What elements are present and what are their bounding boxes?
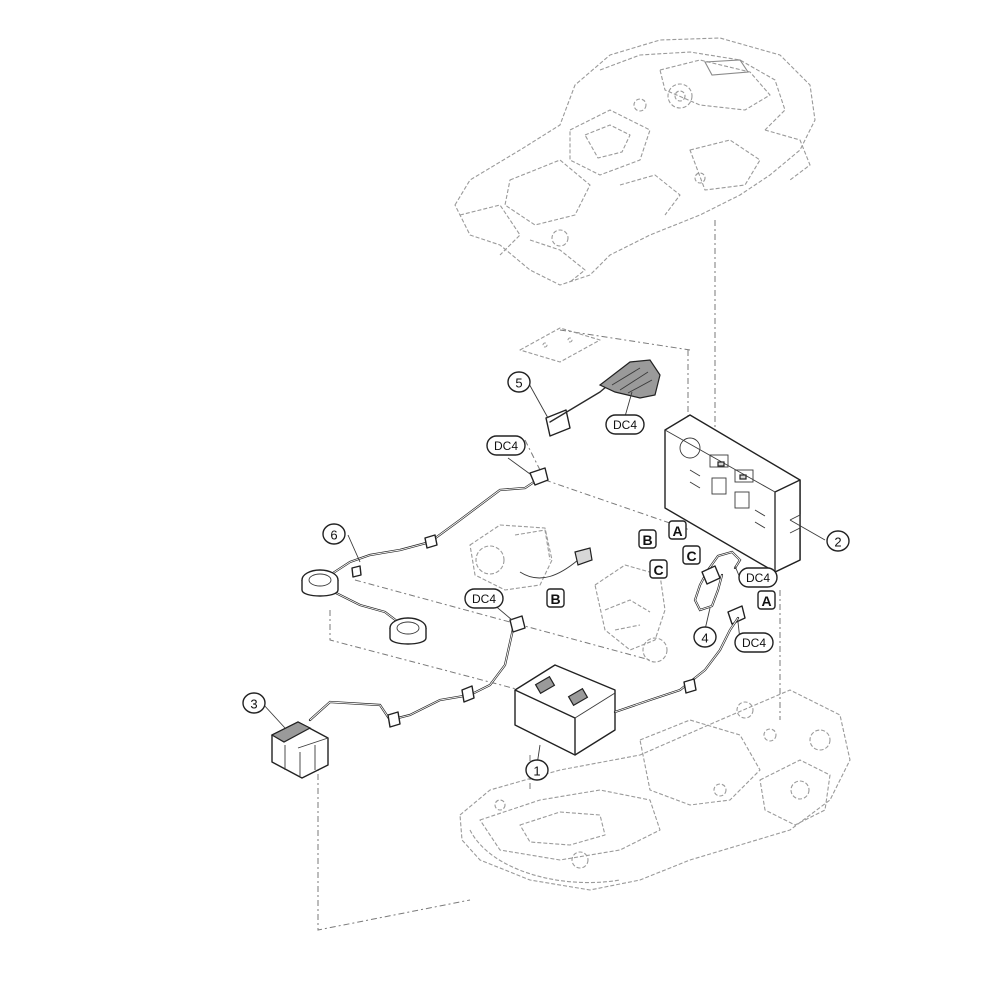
svg-text:B: B	[550, 591, 560, 607]
svg-text:B: B	[642, 532, 652, 548]
svg-text:DC4: DC4	[742, 636, 766, 650]
svg-text:DC4: DC4	[472, 592, 496, 606]
callout-part-3: 3	[242, 692, 266, 714]
connector-tag-dc4: DC4	[486, 435, 526, 456]
connection-letter-a: A	[757, 590, 776, 610]
connector-tag-dc4: DC4	[605, 414, 645, 435]
connector-tag-dc4: DC4	[464, 588, 504, 609]
svg-text:A: A	[761, 593, 771, 609]
connector-tag-dc4: DC4	[738, 567, 778, 588]
right-motor-assembly	[594, 564, 668, 663]
left-motor-assembly	[469, 524, 593, 591]
svg-text:3: 3	[250, 697, 257, 712]
svg-text:C: C	[653, 562, 663, 578]
svg-text:1: 1	[533, 764, 540, 779]
connection-letter-a: A	[668, 520, 687, 540]
lower-chassis	[459, 689, 851, 891]
connection-letter-b: B	[546, 588, 565, 608]
svg-text:6: 6	[330, 528, 337, 543]
part-3-rear-harness	[270, 615, 526, 779]
svg-text:C: C	[686, 548, 696, 564]
callout-part-6: 6	[322, 523, 346, 545]
callout-part-1: 1	[525, 759, 549, 781]
part-2-control-module	[664, 414, 801, 573]
svg-text:A: A	[672, 523, 682, 539]
svg-text:DC4: DC4	[613, 418, 637, 432]
part-6-speaker-harness	[301, 467, 549, 645]
connection-letter-c: C	[649, 559, 668, 579]
connection-letter-c: C	[682, 545, 701, 565]
connection-letter-b: B	[638, 529, 657, 549]
svg-text:DC4: DC4	[494, 439, 518, 453]
callout-part-4: 4	[693, 626, 717, 648]
svg-text:5: 5	[515, 376, 522, 391]
svg-text:DC4: DC4	[746, 571, 770, 585]
svg-text:2: 2	[834, 535, 841, 550]
part-4-jumper-harness	[693, 550, 746, 625]
part-5-ribbon-harness	[519, 327, 661, 437]
upper-body-shell	[454, 37, 816, 286]
svg-text:4: 4	[701, 631, 708, 646]
part-1-battery-pack	[514, 616, 740, 756]
callout-part-2: 2	[826, 530, 850, 552]
callout-part-5: 5	[507, 371, 531, 393]
connector-tag-dc4: DC4	[734, 632, 774, 653]
